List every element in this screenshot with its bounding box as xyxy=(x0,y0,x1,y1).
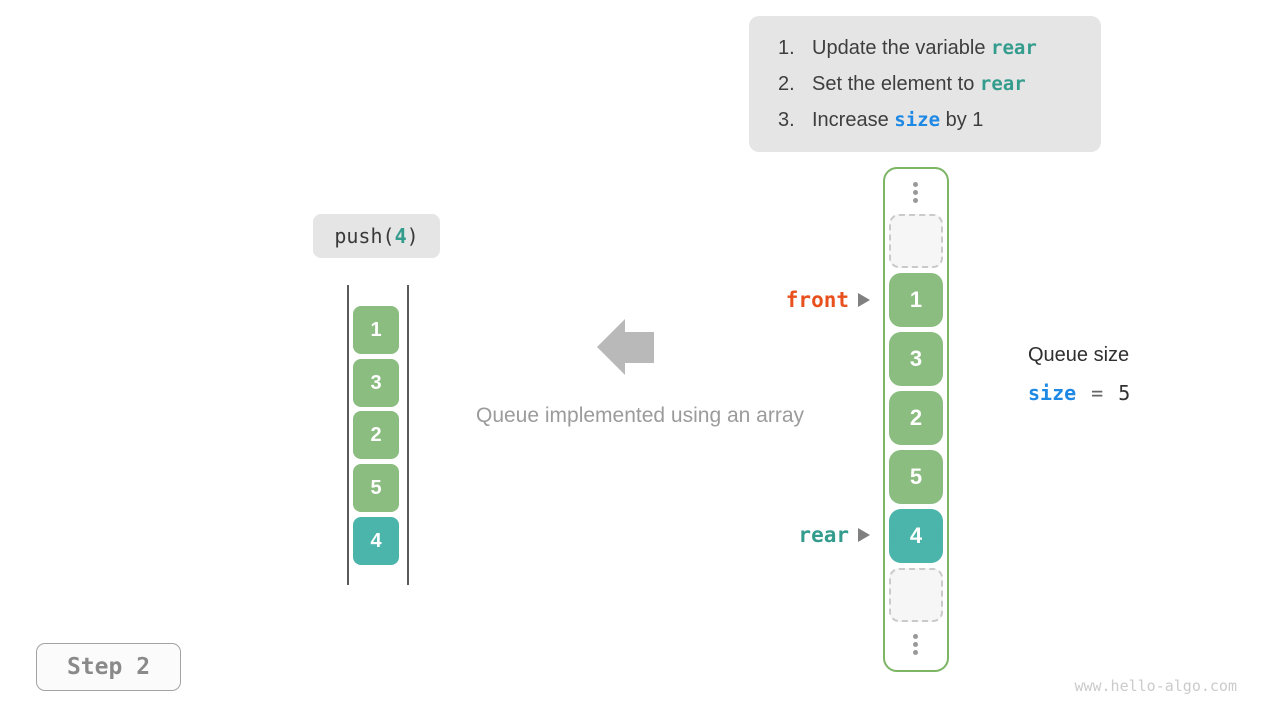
stack-left-wall xyxy=(347,285,349,585)
dot xyxy=(913,642,918,647)
left-arrow-head xyxy=(597,319,625,375)
stack-cell: 2 xyxy=(353,411,399,459)
pointer-arrow-icon xyxy=(858,528,870,542)
instruction-number: 1. xyxy=(778,36,795,59)
dot xyxy=(913,634,918,639)
pointer-arrow-icon xyxy=(858,293,870,307)
push-argument: 4 xyxy=(394,224,407,248)
instruction-step-2: 2. Set the element to rear xyxy=(778,73,1101,96)
left-arrow-shaft xyxy=(624,332,654,363)
ellipsis-top-icon xyxy=(913,182,918,203)
front-pointer-label: front xyxy=(785,288,849,312)
rear-pointer: rear xyxy=(758,522,870,548)
instruction-text: Update the variable xyxy=(812,36,992,59)
stack-cell: 1 xyxy=(353,306,399,354)
push-suffix: ) xyxy=(406,224,419,248)
instruction-text: by 1 xyxy=(940,108,984,131)
front-pointer: front xyxy=(758,287,870,313)
instruction-step-1: 1. Update the variable rear xyxy=(778,37,1101,60)
stack-right-wall xyxy=(407,285,409,585)
push-operation-label: push(4) xyxy=(313,214,440,258)
size-variable: size xyxy=(1028,381,1077,405)
code-token-size: size xyxy=(894,108,941,131)
code-token-rear: rear xyxy=(979,72,1026,95)
dot xyxy=(913,198,918,203)
stack-cell: 3 xyxy=(353,359,399,407)
queue-empty-slot xyxy=(889,568,943,622)
queue-cell-rear: 4 xyxy=(889,509,943,563)
stack-cell-new: 4 xyxy=(353,517,399,565)
queue-cell: 2 xyxy=(889,391,943,445)
dot xyxy=(913,190,918,195)
instruction-number: 2. xyxy=(778,72,795,95)
queue-empty-slot xyxy=(889,214,943,268)
size-value: 5 xyxy=(1118,381,1131,405)
dot xyxy=(913,650,918,655)
queue-size-value-line: size = 5 xyxy=(1028,381,1130,405)
push-prefix: push( xyxy=(334,224,395,248)
rear-pointer-label: rear xyxy=(798,523,849,547)
step-badge: Step 2 xyxy=(36,643,181,691)
instruction-step-3: 3. Increase size by 1 xyxy=(778,109,1101,132)
instruction-number: 3. xyxy=(778,108,795,131)
dot xyxy=(913,182,918,187)
watermark: www.hello-algo.com xyxy=(1074,677,1237,695)
queue-size-title: Queue size xyxy=(1028,344,1130,366)
ellipsis-bottom-icon xyxy=(913,634,918,655)
instruction-panel: 1. Update the variable rear 2. Set the e… xyxy=(749,16,1101,152)
queue-cell: 5 xyxy=(889,450,943,504)
queue-cell-front: 1 xyxy=(889,273,943,327)
equals-sign: = xyxy=(1091,381,1104,405)
diagram-caption: Queue implemented using an array xyxy=(475,404,805,427)
stack-cell: 5 xyxy=(353,464,399,512)
queue-cell: 3 xyxy=(889,332,943,386)
instruction-text: Increase xyxy=(812,108,895,131)
instruction-text: Set the element to xyxy=(812,72,980,95)
code-token-rear: rear xyxy=(991,36,1037,59)
